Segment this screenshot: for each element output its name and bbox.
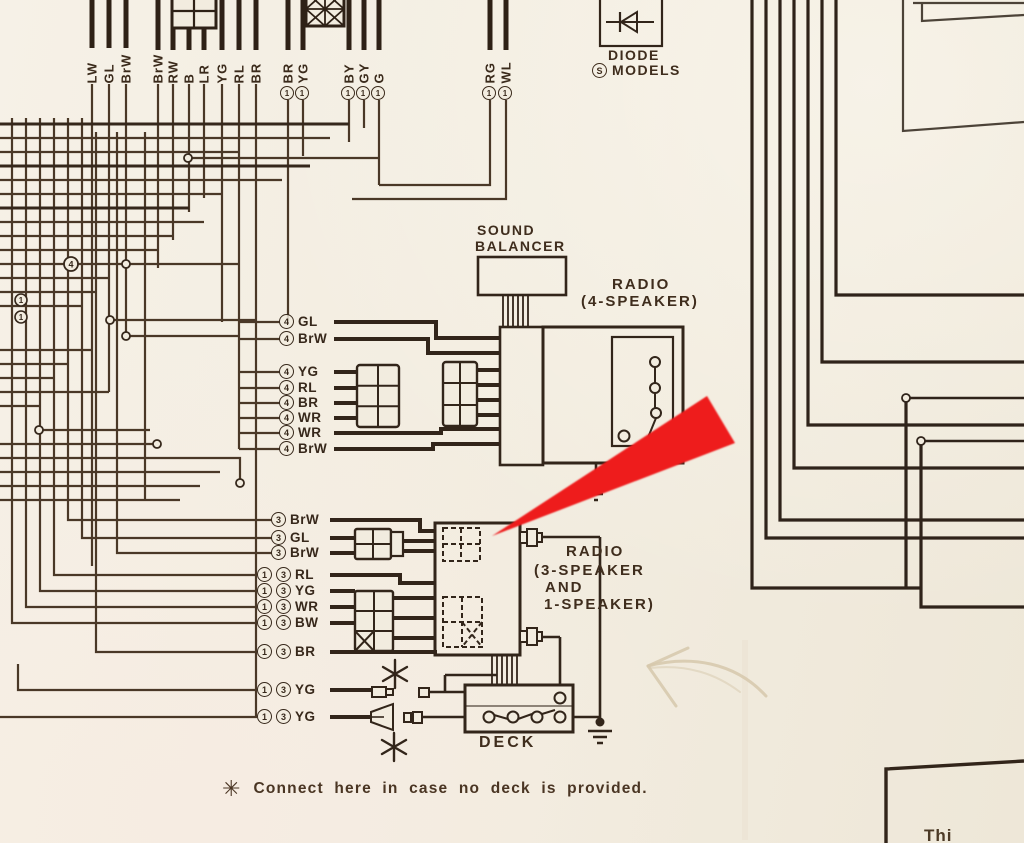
top-connector-blocks: [170, 0, 346, 30]
radio-3speaker-label-line4: 1-SPEAKER): [544, 596, 655, 613]
radio-3speaker-label-line2: (3-SPEAKER: [534, 562, 645, 579]
radio-4speaker-label-line1: RADIO: [612, 276, 671, 293]
wire-label: WL: [498, 61, 514, 84]
radio-3speaker-box: [433, 521, 602, 724]
wire-label: RL: [231, 64, 247, 84]
circled-number-badge: 1: [356, 86, 370, 100]
circled-number-badge: 1: [341, 86, 355, 100]
deck-box: [422, 683, 612, 745]
circled-number-badge: 1: [280, 86, 294, 100]
sound-balancer-box: [476, 255, 568, 327]
footnote: ✳ Connect here in case no deck is provid…: [222, 778, 648, 800]
diode-symbol-box: [598, 0, 664, 48]
svg-text:4: 4: [68, 260, 73, 270]
mesh-circled-numbers: 4 1 1: [14, 256, 79, 324]
circled-s-badge: S: [592, 63, 607, 78]
diode-models-label-line1: DIODE: [608, 47, 660, 63]
deck-switch-contacts: [482, 691, 567, 724]
circled-number-badge: 1: [295, 86, 309, 100]
radio-3speaker-label-line1: RADIO: [566, 543, 625, 560]
diode-models-label-line2: MODELS: [612, 62, 681, 78]
wire-label: LR: [196, 64, 212, 84]
wire-label: YG: [295, 62, 311, 84]
svg-text:1: 1: [19, 296, 24, 305]
circled-number-badge: 1: [498, 86, 512, 100]
wiring-mesh: 4 1 1: [0, 84, 508, 719]
dashed-connector-outline: [442, 527, 483, 648]
radio-4speaker-label-line2: (4-SPEAKER): [581, 293, 699, 310]
circled-number-badge: 1: [482, 86, 496, 100]
sound-balancer-label-line1: SOUND: [477, 222, 536, 238]
red-arrow-annotation: [492, 396, 735, 536]
pencil-arrow-annotation: [646, 646, 768, 708]
antenna-bolt-connectors: [519, 528, 543, 646]
ground-icon: [588, 729, 612, 745]
wire-label: BrW: [118, 53, 134, 84]
sound-balancer-label-line2: BALANCER: [475, 238, 566, 254]
svg-text:1: 1: [19, 313, 24, 322]
pencil-smudge: [742, 640, 748, 840]
radio-3speaker-label-line3: AND: [545, 579, 584, 596]
wire-label: G: [371, 72, 387, 84]
circled-number-badge: 1: [371, 86, 385, 100]
partial-text: Thi: [924, 826, 953, 843]
asterisk-icon: [380, 658, 409, 763]
connector-blocks: [353, 360, 479, 653]
wire-label: LW: [84, 62, 100, 84]
right-wiring: [750, 0, 1024, 609]
deck-label: DECK: [479, 734, 537, 751]
wire-label: BR: [248, 62, 264, 84]
footnote-text: Connect here in case no deck is provided…: [253, 780, 648, 797]
page-box-bottom-right: [884, 759, 1024, 843]
asterisk-icon: ✳: [222, 776, 241, 801]
wire-label: RG: [482, 62, 498, 84]
wire-label: YG: [214, 62, 230, 84]
wire-label: GL: [101, 63, 117, 84]
junction-dot: [595, 717, 605, 727]
bullet-connectors: [370, 686, 430, 732]
page-frame-top-right: [901, 0, 1024, 133]
wire-label: RW: [165, 60, 181, 84]
